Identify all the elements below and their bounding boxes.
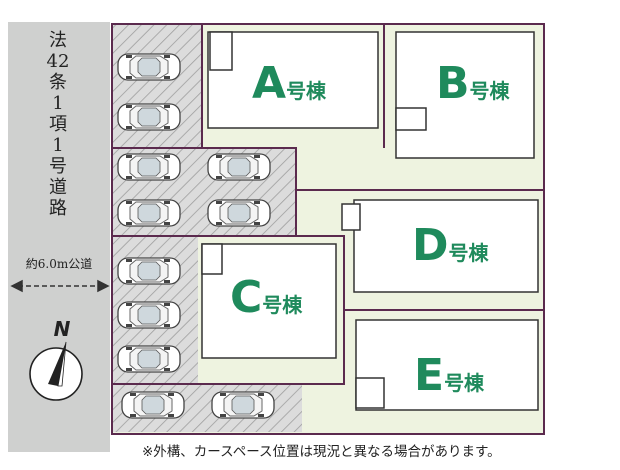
road-char: 号 bbox=[49, 156, 67, 177]
road-char: 1 bbox=[52, 135, 64, 156]
road-char: 42 bbox=[46, 51, 70, 72]
compass-letter: N bbox=[54, 317, 71, 341]
building-b bbox=[395, 31, 535, 159]
unit-label-c: C号棟 bbox=[230, 272, 302, 323]
car-3 bbox=[117, 153, 181, 181]
unit-suffix: 号棟 bbox=[469, 79, 510, 103]
car-9 bbox=[117, 345, 181, 373]
car-7 bbox=[117, 257, 181, 285]
road-width-label: 約6.0m公道 bbox=[14, 255, 104, 272]
unit-suffix: 号棟 bbox=[286, 79, 327, 103]
car-5 bbox=[117, 199, 181, 227]
unit-letter: A bbox=[252, 58, 287, 109]
unit-suffix: 号棟 bbox=[448, 241, 489, 265]
building-footprints bbox=[201, 31, 539, 411]
road-char: 項 bbox=[49, 114, 67, 135]
compass-icon bbox=[29, 341, 83, 401]
car-4 bbox=[207, 153, 271, 181]
car-11 bbox=[211, 391, 275, 419]
road-width-arrow bbox=[10, 279, 110, 293]
road-char: 道 bbox=[49, 177, 67, 198]
disclaimer-note: ※外構、カースペース位置は現況と異なる場合があります。 bbox=[142, 444, 501, 460]
car-2 bbox=[117, 103, 181, 131]
unit-label-d: D号棟 bbox=[412, 220, 489, 271]
unit-label-a: A号棟 bbox=[252, 58, 326, 109]
unit-suffix: 号棟 bbox=[262, 293, 303, 317]
car-1 bbox=[117, 53, 181, 81]
car-6 bbox=[207, 199, 271, 227]
unit-label-b: B号棟 bbox=[436, 58, 510, 109]
road-char: 1 bbox=[52, 93, 64, 114]
lot-boundaries bbox=[111, 23, 545, 435]
road-char: 路 bbox=[49, 198, 67, 219]
unit-letter: C bbox=[230, 272, 263, 323]
car-10 bbox=[121, 391, 185, 419]
road-label: 法 42 条 1 項 1 号 道 路 bbox=[38, 30, 78, 219]
building-c bbox=[201, 243, 337, 359]
car-8 bbox=[117, 301, 181, 329]
road-char: 法 bbox=[49, 30, 67, 51]
unit-label-e: E号棟 bbox=[414, 350, 484, 401]
unit-suffix: 号棟 bbox=[444, 371, 485, 395]
unit-letter: E bbox=[414, 350, 445, 401]
road-char: 条 bbox=[49, 72, 67, 93]
building-d bbox=[353, 199, 539, 293]
unit-letter: D bbox=[412, 220, 449, 271]
building-e bbox=[355, 319, 539, 411]
unit-letter: B bbox=[436, 58, 470, 109]
building-a bbox=[207, 31, 379, 129]
